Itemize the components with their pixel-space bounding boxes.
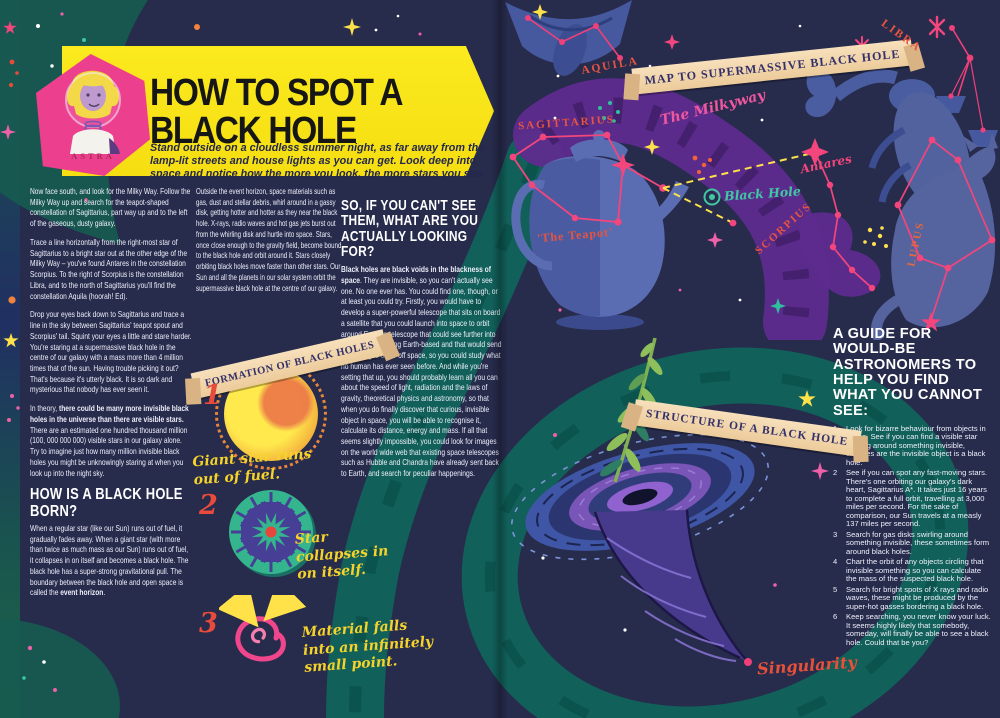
- step-number-2: 2: [199, 490, 218, 521]
- guide-column: A GUIDE FOR WOULD-BE ASTRONOMERS TO HELP…: [833, 326, 993, 649]
- article-column-1: Now face south, and look for the Milky W…: [30, 187, 194, 607]
- paragraph: Drop your eyes back down to Sagittarius …: [30, 310, 192, 395]
- paragraph: Outside the event horizon, space materia…: [196, 187, 342, 293]
- blackhole-sightlines: [662, 152, 814, 224]
- step-number-1: 1: [203, 380, 222, 411]
- aquila-constellation: [505, 0, 632, 76]
- article-column-2: Outside the event horizon, space materia…: [196, 187, 348, 302]
- guide-list: 1Look for bizarre behaviour from objects…: [833, 424, 993, 648]
- section-heading-looking-for: SO, IF YOU CAN'T SEE THEM, WHAT ARE YOU …: [341, 198, 479, 260]
- singularity-point: [744, 658, 752, 666]
- funnel: [593, 509, 752, 666]
- section-heading-born: HOW IS A BLACK HOLE BORN?: [30, 486, 183, 520]
- teapot-illustration: [509, 130, 689, 330]
- decor-stars: [541, 390, 829, 632]
- collapsing-star-illustration: [229, 490, 316, 577]
- paragraph: When a regular star (like our Sun) runs …: [30, 523, 189, 598]
- antares-star: [801, 138, 829, 166]
- paragraph: Now face south, and look for the Milky W…: [30, 187, 191, 229]
- spiral-illustration: [219, 595, 307, 662]
- star-map-illustration: [505, 0, 998, 340]
- lupus-constellation: [871, 132, 998, 340]
- guide-heading: A GUIDE FOR WOULD-BE ASTRONOMERS TO HELP…: [833, 326, 983, 419]
- sagittarius-star: [611, 153, 635, 177]
- step-number-3: 3: [199, 608, 218, 639]
- black-hole-marker: [703, 188, 721, 206]
- black-hole-structure-illustration: [510, 337, 829, 666]
- page-title: HOW TO SPOT A BLACK HOLE: [150, 72, 402, 152]
- paragraph: Trace a line horizontally from the right…: [30, 237, 188, 301]
- galaxy-ring: [461, 347, 969, 718]
- wheat-plant: [600, 337, 663, 483]
- page-subtitle: Stand outside on a cloudless summer nigh…: [150, 141, 485, 181]
- article-column-3: SO, IF YOU CAN'T SEE THEM, WHAT ARE YOU …: [341, 198, 503, 488]
- astra-name: ASTRA: [71, 151, 115, 161]
- step-caption-2: Star collapses in on itself.: [294, 529, 389, 583]
- paragraph: In theory, there could be many more invi…: [30, 404, 189, 478]
- paragraph: Black holes are black voids in the black…: [341, 265, 502, 479]
- astra-character-illustration: [65, 70, 121, 154]
- step-caption-3: Material falls into an infinitely small …: [301, 617, 434, 676]
